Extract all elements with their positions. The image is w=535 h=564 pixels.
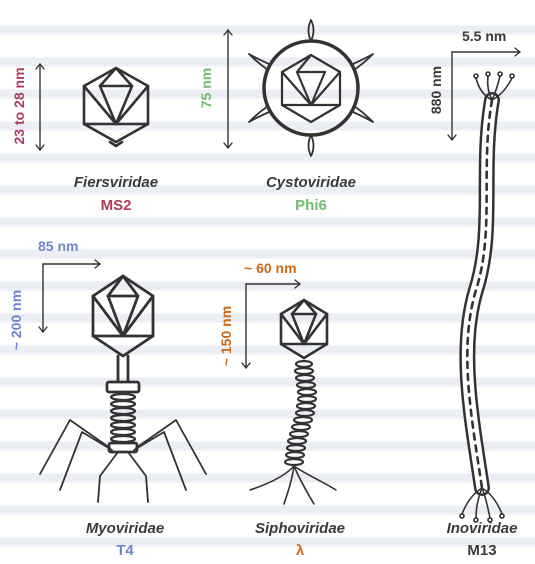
- t4-species-label: T4: [70, 542, 180, 559]
- phi6-virion-icon: [249, 20, 373, 156]
- phi6-size-arrow: [224, 30, 232, 148]
- phi6-family-label: Cystoviridae: [256, 174, 366, 191]
- t4-virion-icon: [40, 276, 206, 502]
- m13-species-label: M13: [432, 542, 532, 559]
- ms2-species-label: MS2: [66, 197, 166, 214]
- t4-dimension-arrows: [39, 260, 100, 332]
- t4-family-label: Myoviridae: [70, 520, 180, 537]
- t4-width-label: 85 nm: [38, 238, 78, 254]
- phi6-species-label: Phi6: [256, 197, 366, 214]
- m13-length-label: 880 nm: [428, 60, 444, 120]
- lambda-family-label: Siphoviridae: [240, 520, 360, 537]
- lambda-species-label: λ: [240, 542, 360, 559]
- m13-family-label: Inoviridae: [432, 520, 532, 537]
- lambda-virion-icon: [250, 300, 336, 504]
- m13-virion-icon: [460, 72, 514, 522]
- m13-width-label: 5.5 nm: [462, 28, 506, 44]
- lambda-length-label: ~ 150 nm: [218, 296, 234, 376]
- lambda-width-label: ~ 60 nm: [244, 260, 297, 276]
- ms2-virion-icon: [84, 68, 148, 146]
- ms2-size-arrow: [36, 64, 44, 150]
- ms2-family-label: Fiersviridae: [66, 174, 166, 191]
- t4-length-label: ~ 200 nm: [8, 280, 24, 360]
- lambda-dimension-arrows: [242, 280, 300, 368]
- phi6-size-label: 75 nm: [198, 58, 214, 118]
- ms2-size-label: 23 to 28 nm: [11, 61, 27, 151]
